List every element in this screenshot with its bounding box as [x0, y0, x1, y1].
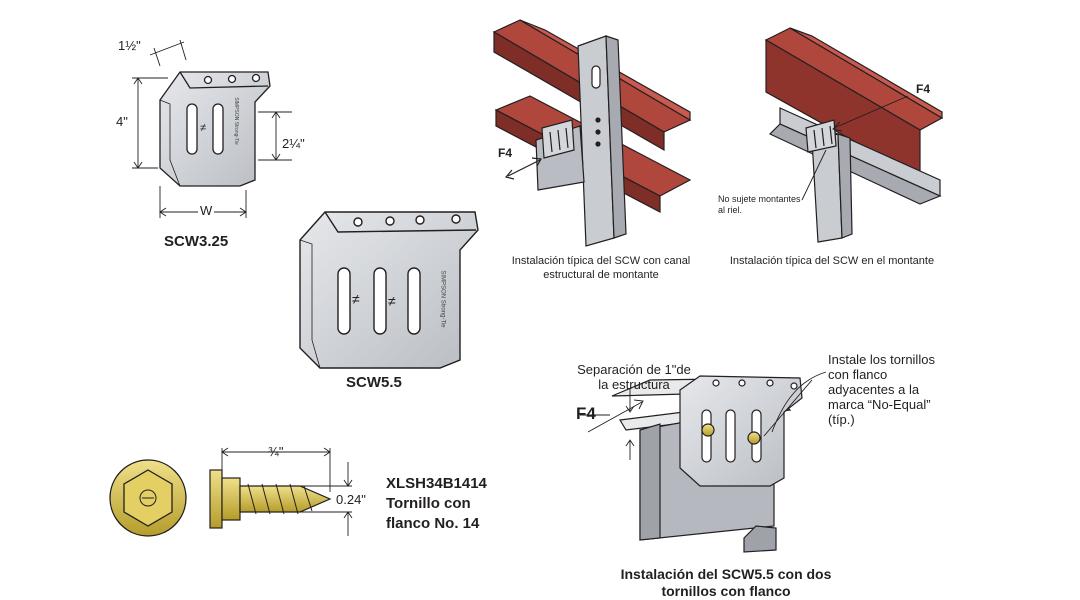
screw-head-top-view: [109, 459, 187, 537]
scw55-brand-stamp: SIMPSON Strong-Tie: [439, 270, 446, 328]
scw325-model-label: SCW3.25: [164, 233, 229, 250]
scw325-brand-stamp: SIMPSON Strong-Tie: [232, 97, 239, 145]
screw-diameter-dimension-label: 0.24": [334, 492, 368, 507]
screw-side-view: [209, 469, 332, 529]
stud-install-illustration: [764, 27, 944, 243]
stud-install-leaders: [801, 95, 909, 201]
channel-install-force-arrow: [504, 157, 542, 180]
scw55-model-label: SCW5.5: [346, 374, 402, 391]
scw55-connector: ≠ ≠: [299, 211, 479, 369]
scw325-connector: ≠: [159, 71, 271, 187]
scw55-install-force-label: F4: [576, 404, 596, 423]
scw325-slot-dimension-label: 2¼": [282, 136, 305, 151]
stud-install-force-label: F4: [916, 82, 931, 96]
channel-install-force-label: F4: [498, 146, 513, 160]
screw-name-label: XLSH34B1414 Tornillo con flanco No. 14: [386, 475, 487, 532]
stud-install-caption: Instalación típica del SCW en el montant…: [729, 255, 935, 267]
screw-length-dimension-label: ¾": [268, 444, 284, 459]
scw325-width-dimension-label: W: [198, 203, 215, 218]
scw325-top-dimension-label: 1½": [118, 38, 141, 53]
scw55-install-illustration: [611, 375, 803, 553]
svg-text:≠: ≠: [388, 293, 396, 309]
scw325-height-dimension-label: 4": [116, 114, 128, 129]
svg-text:≠: ≠: [352, 291, 360, 307]
channel-install-illustration: [492, 19, 692, 247]
scw55-install-separation-note: Separación de 1"de la estructura: [577, 362, 691, 392]
scw55-install-leaders: [580, 371, 827, 460]
screw-dimension-lines: [221, 447, 353, 536]
svg-text:≠: ≠: [200, 122, 206, 134]
channel-install-caption: Instalación típica del SCW con canal est…: [511, 255, 691, 281]
stud-install-note: No sujete montantes al riel.: [718, 194, 801, 215]
scw55-install-caption: Instalación del SCW5.5 con dos tornillos…: [620, 566, 832, 599]
scw55-install-screw-note: Instale los tornillos con flanco adyacen…: [828, 352, 935, 427]
